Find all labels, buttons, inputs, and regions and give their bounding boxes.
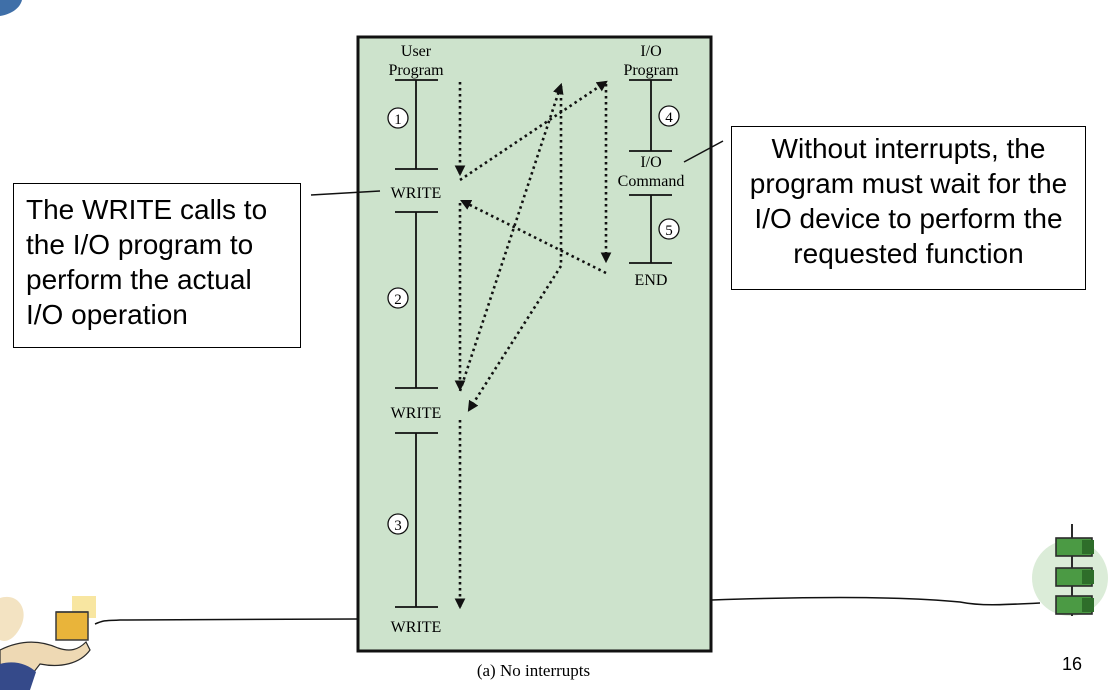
no-interrupts-explanation-callout: Without interrupts, the program must wai… — [731, 126, 1086, 290]
segment-number-3: 3 — [394, 518, 402, 534]
io-program-label-line2: Program — [623, 62, 679, 79]
flow-arrow-return-2 — [467, 265, 563, 412]
corner-graphic-icon — [0, 0, 22, 16]
diagram-caption: (a) No interrupts — [476, 661, 591, 680]
segment-marker-1: 1 — [387, 107, 409, 129]
left-connector-line — [94, 618, 358, 625]
segment-number-4: 4 — [665, 110, 673, 126]
segment-marker-3: 3 — [387, 513, 409, 535]
segment-marker-4: 4 — [658, 105, 680, 127]
end-label: END — [635, 272, 668, 289]
no-interrupts-diagram: User Program I/O Program 1 — [356, 35, 713, 653]
io-program-label-line1: I/O — [640, 43, 661, 60]
io-command-label-line2: Command — [618, 173, 685, 190]
io-program-timeline — [629, 79, 672, 264]
segment-number-2: 2 — [394, 292, 402, 308]
segment-marker-5: 5 — [658, 218, 680, 240]
right-callout-leader — [683, 140, 724, 163]
write-label-3: WRITE — [391, 619, 442, 636]
hand-holding-box-icon — [0, 596, 96, 690]
write-explanation-text: The WRITE calls to the I/O program to pe… — [26, 194, 268, 330]
segment-number-1: 1 — [394, 112, 402, 128]
user-program-label-line2: Program — [388, 62, 444, 79]
io-command-label-line1: I/O — [640, 154, 661, 171]
write-label-2: WRITE — [391, 405, 442, 422]
no-interrupts-explanation-text: Without interrupts, the program must wai… — [749, 133, 1068, 269]
flow-arrow-return-1 — [460, 199, 607, 275]
user-program-label-line1: User — [401, 43, 432, 60]
segment-marker-2: 2 — [387, 287, 409, 309]
user-program-timeline — [395, 79, 438, 608]
stacked-modules-icon — [1032, 524, 1108, 616]
slide-number: 16 — [1062, 654, 1083, 674]
segment-number-5: 5 — [665, 223, 673, 239]
write-label-1: WRITE — [391, 185, 442, 202]
right-connector-line — [711, 596, 1041, 606]
write-explanation-callout: The WRITE calls to the I/O program to pe… — [13, 183, 301, 348]
control-flow-arrows — [454, 80, 612, 610]
left-callout-leader — [310, 190, 381, 196]
